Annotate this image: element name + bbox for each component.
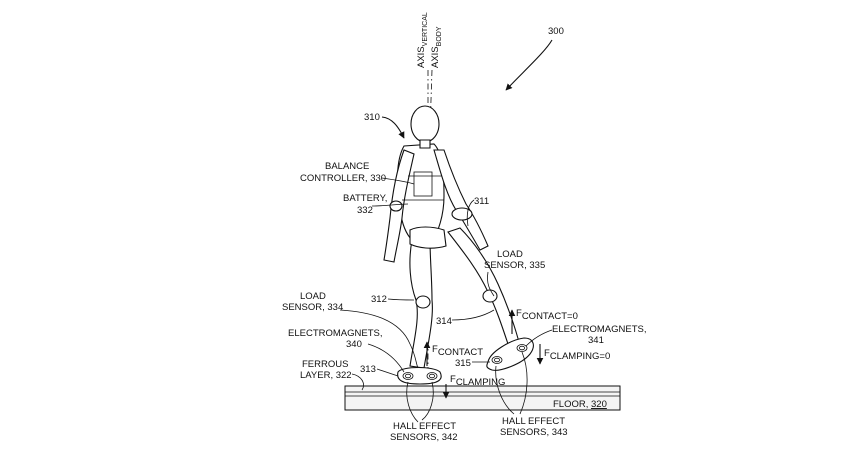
robot-figure bbox=[383, 105, 521, 369]
label-314: 314 bbox=[436, 316, 452, 327]
label-balance-1: BALANCE bbox=[325, 161, 369, 172]
label-load-335-1: LOAD bbox=[497, 249, 523, 260]
svg-text:AXISBODY: AXISBODY bbox=[430, 26, 443, 68]
label-313: 313 bbox=[360, 364, 376, 375]
label-em-341-1: ELECTROMAGNETS, bbox=[552, 324, 647, 335]
label-312: 312 bbox=[371, 294, 387, 305]
figure-number-arrow bbox=[505, 39, 553, 91]
label-em-340-1: ELECTROMAGNETS, bbox=[288, 328, 383, 339]
label-em-340-2: 340 bbox=[346, 339, 362, 350]
f-contact0-label: FCONTACT=0 bbox=[516, 308, 578, 322]
label-battery-2: 332 bbox=[357, 205, 373, 216]
label-315: 315 bbox=[455, 358, 471, 369]
label-em-341-2: 341 bbox=[588, 335, 604, 346]
label-battery-1: BATTERY, bbox=[343, 193, 387, 204]
label-311: 311 bbox=[474, 196, 489, 207]
label-hall-343-2: SENSORS, 343 bbox=[500, 427, 568, 438]
label-load-335-2: SENSOR, 335 bbox=[484, 260, 545, 271]
f-clamping0-label: FCLAMPING=0 bbox=[544, 348, 610, 362]
axis-body-label: AXISBODY bbox=[430, 26, 443, 68]
label-hall-343-1: HALL EFFECT bbox=[502, 416, 565, 427]
label-ferrous-2: LAYER, 322 bbox=[300, 370, 352, 381]
floor bbox=[344, 385, 621, 411]
label-hall-342-1: HALL EFFECT bbox=[393, 421, 456, 432]
label-load-334-1: LOAD bbox=[300, 291, 326, 302]
f-contact-label: FCONTACT bbox=[432, 344, 483, 358]
label-hall-342-2: SENSORS, 342 bbox=[390, 432, 458, 443]
label-robot-310: 310 bbox=[364, 112, 380, 123]
label-load-334-2: SENSOR, 334 bbox=[282, 302, 343, 313]
svg-text:AXISVERTICAL: AXISVERTICAL bbox=[416, 12, 429, 68]
right-foot bbox=[486, 337, 534, 371]
left-foot bbox=[397, 366, 442, 385]
label-ferrous-1: FERROUS bbox=[302, 359, 348, 370]
f-clamping-label: FCLAMPING bbox=[450, 374, 505, 388]
axis-vertical-label: AXISVERTICAL bbox=[416, 12, 429, 68]
label-balance-2: CONTROLLER, 330 bbox=[300, 173, 386, 184]
figure-number: 300 bbox=[548, 26, 564, 37]
label-floor: FLOOR, 320 bbox=[553, 399, 607, 410]
